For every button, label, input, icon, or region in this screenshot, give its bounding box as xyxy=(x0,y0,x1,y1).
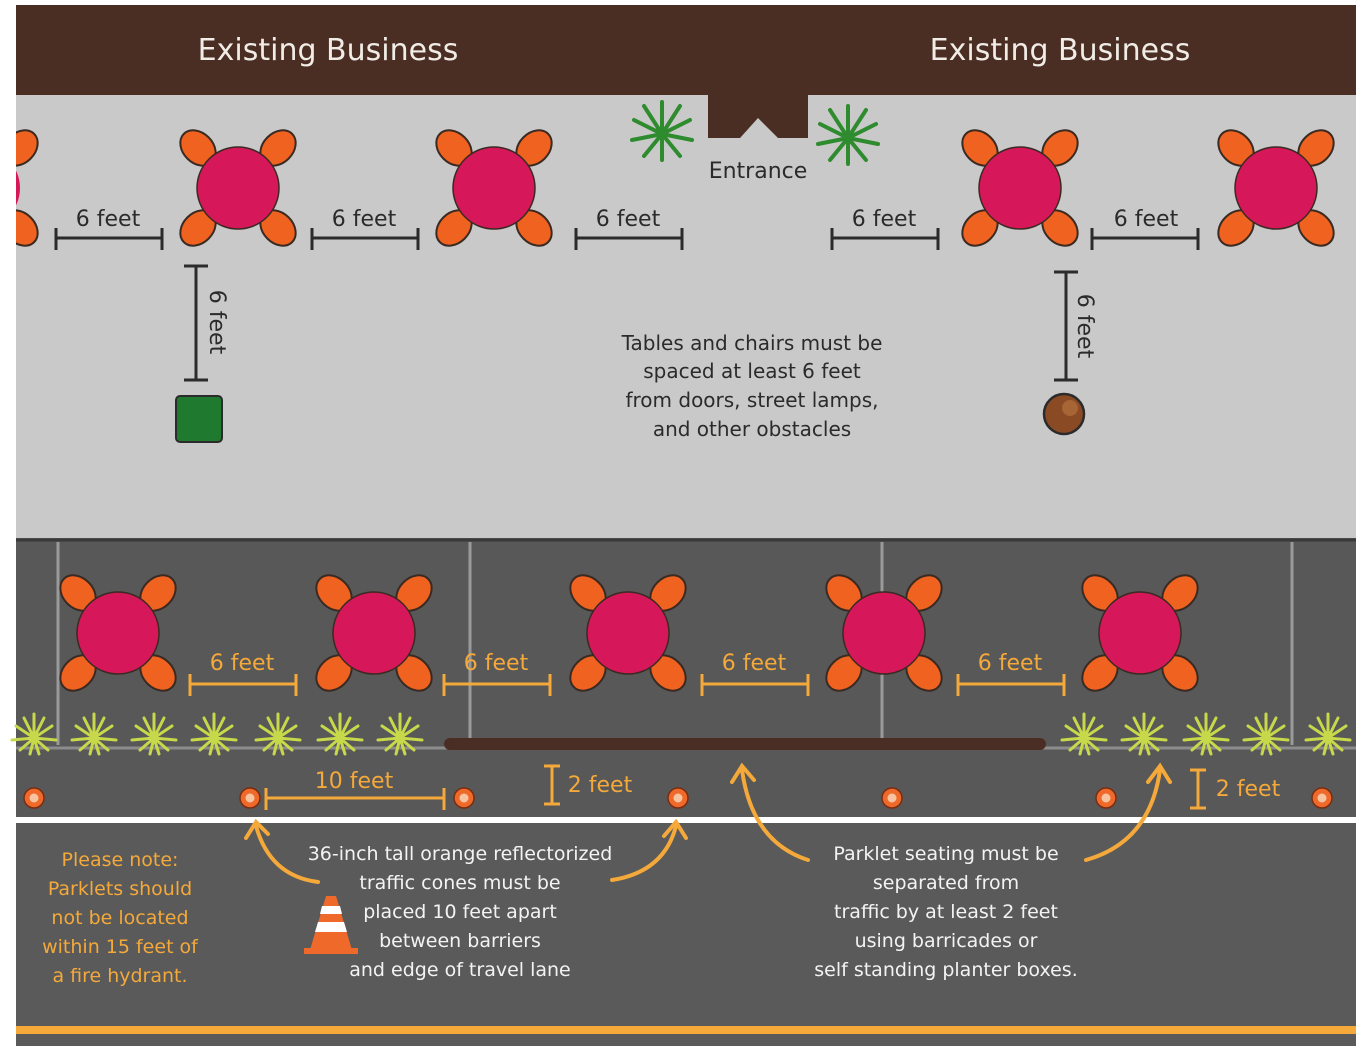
traffic-cone-icon xyxy=(304,896,358,954)
svg-text:from doors, street lamps,: from doors, street lamps, xyxy=(625,388,878,412)
svg-text:spaced at least 6 feet: spaced at least 6 feet xyxy=(643,359,861,383)
sidewalk-spacing-note: Tables and chairs must be spaced at leas… xyxy=(621,331,883,441)
sidewalk-spacing-label-3: 6 feet xyxy=(596,207,661,232)
sidewalk-table-4 xyxy=(1210,122,1342,254)
sidewalk-spacing-label-1: 6 feet xyxy=(76,207,141,232)
svg-text:self standing planter boxes.: self standing planter boxes. xyxy=(814,959,1078,981)
sidewalk-vertical-label-left: 6 feet xyxy=(204,290,229,355)
svg-text:36-inch tall orange reflectori: 36-inch tall orange reflectorized xyxy=(308,843,613,865)
entrance-plant-right xyxy=(816,104,880,166)
street-lamp-obstacle xyxy=(1042,392,1086,436)
svg-text:within 15 feet of: within 15 feet of xyxy=(42,936,199,958)
cone-spacing-label: 10 feet xyxy=(315,769,394,794)
sidewalk-table-3 xyxy=(954,122,1086,254)
barricade xyxy=(444,738,1046,750)
svg-text:Tables and chairs must be: Tables and chairs must be xyxy=(621,331,883,355)
svg-text:Please note:: Please note: xyxy=(62,849,179,871)
business-right-label: Existing Business xyxy=(930,33,1191,68)
svg-text:placed 10 feet apart: placed 10 feet apart xyxy=(363,901,557,923)
parklet-separation-note: Parklet seating must be separated from t… xyxy=(814,843,1078,981)
parklet-table-5 xyxy=(1074,567,1206,699)
entrance-label: Entrance xyxy=(709,159,808,184)
svg-text:using barricades or: using barricades or xyxy=(855,930,1038,952)
parklet-dimension-lines xyxy=(188,674,1066,696)
svg-text:Parklets should: Parklets should xyxy=(48,878,192,900)
street xyxy=(16,818,1356,1046)
parklet-table-3 xyxy=(562,567,694,699)
svg-text:not be located: not be located xyxy=(51,907,188,929)
sidewalk-spacing-label-5: 6 feet xyxy=(1114,207,1179,232)
sidewalk-spacing-label-4: 6 feet xyxy=(852,207,917,232)
parklet-spacing-label-3: 6 feet xyxy=(722,651,787,676)
fire-hydrant-note: Please note: Parklets should not be loca… xyxy=(42,849,199,987)
parklet-table-2 xyxy=(308,567,440,699)
business-band xyxy=(16,5,1356,95)
parklet-table-4 xyxy=(818,567,950,699)
business-left-label: Existing Business xyxy=(198,33,459,68)
sidewalk-spacing-label-2: 6 feet xyxy=(332,207,397,232)
sidewalk-table-2 xyxy=(428,122,560,254)
parklet-spacing-label-1: 6 feet xyxy=(210,651,275,676)
buffer-left-label: 2 feet xyxy=(568,773,633,798)
sidewalk-dimension-lines xyxy=(54,228,1200,382)
svg-text:separated from: separated from xyxy=(873,872,1019,894)
svg-text:a fire hydrant.: a fire hydrant. xyxy=(52,965,187,987)
note-arrows xyxy=(244,762,1172,884)
buffer-dimension-lines xyxy=(264,764,1206,810)
svg-text:between barriers: between barriers xyxy=(379,930,541,952)
entrance-plant-left xyxy=(630,100,694,162)
svg-text:and other obstacles: and other obstacles xyxy=(653,417,851,441)
traffic-cones-note: 36-inch tall orange reflectorized traffi… xyxy=(308,843,613,981)
svg-text:traffic by at least 2 feet: traffic by at least 2 feet xyxy=(834,901,1058,923)
parklet-table-1 xyxy=(52,567,184,699)
buffer-right-label: 2 feet xyxy=(1216,777,1281,802)
entrance-door xyxy=(708,92,808,138)
svg-text:Parklet seating must be: Parklet seating must be xyxy=(833,843,1058,865)
sidewalk-vertical-label-right: 6 feet xyxy=(1072,294,1097,359)
parklet-spacing-label-2: 6 feet xyxy=(464,651,529,676)
utility-box-obstacle xyxy=(175,395,223,443)
svg-text:and edge of travel lane: and edge of travel lane xyxy=(349,959,571,981)
parklet-spacing-label-4: 6 feet xyxy=(978,651,1043,676)
sidewalk-table-1 xyxy=(172,122,304,254)
svg-text:traffic cones must be: traffic cones must be xyxy=(359,872,560,894)
